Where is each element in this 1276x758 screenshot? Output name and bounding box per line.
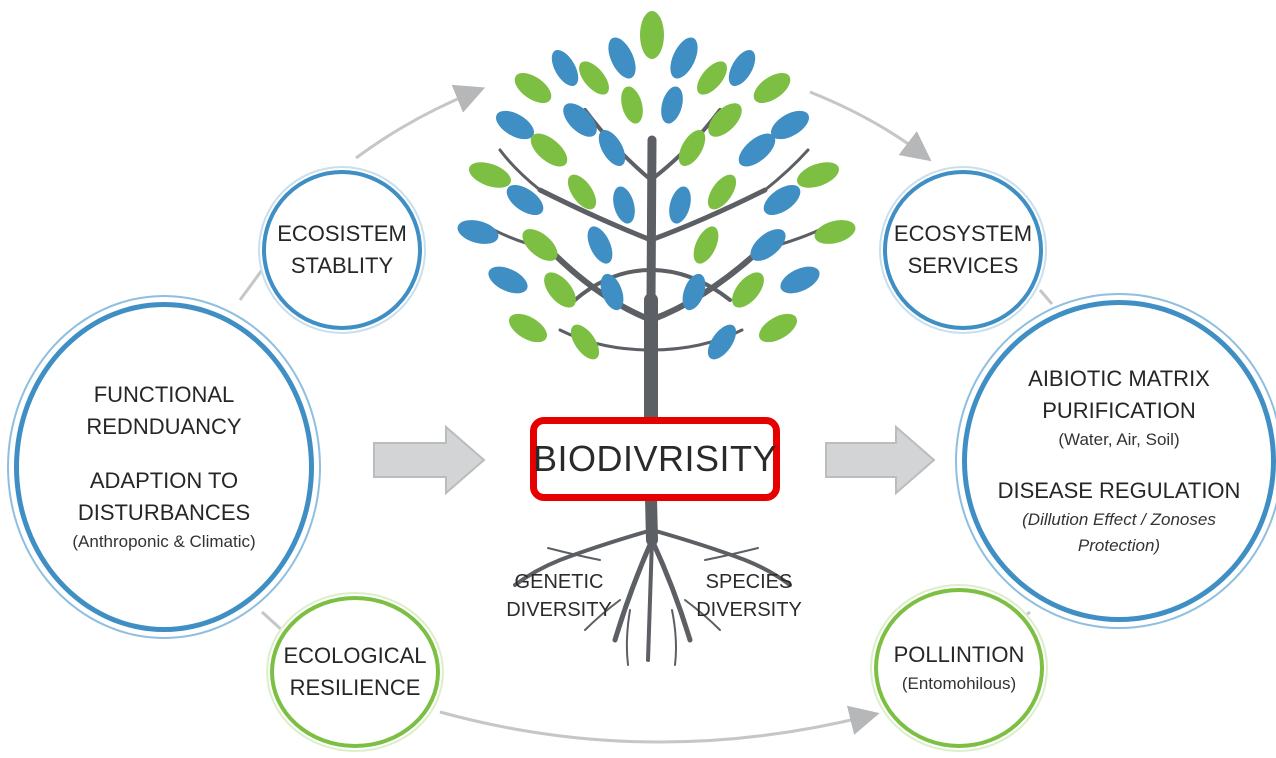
leaf bbox=[640, 11, 664, 59]
leaf bbox=[579, 61, 609, 95]
pollination-note: (Entomohilous) bbox=[901, 674, 1017, 693]
leaf bbox=[670, 37, 698, 79]
ecosystem-services-line-2: SERVICES bbox=[907, 253, 1019, 278]
abiotic-title-line-1: AIBIOTIC MATRIX bbox=[1028, 366, 1210, 391]
leaf bbox=[488, 266, 528, 294]
leaf bbox=[697, 61, 727, 95]
leaf bbox=[661, 86, 683, 124]
flow-arrow-left bbox=[373, 424, 486, 496]
node-ecosystem-stability: ECOSISTEM STABLITY bbox=[262, 170, 422, 330]
tree-leaves bbox=[457, 11, 856, 360]
ecosystem-stability-line-2: STABLITY bbox=[290, 253, 394, 278]
adaption-note: (Anthroponic & Climatic) bbox=[72, 532, 256, 551]
tree-branches bbox=[483, 108, 832, 427]
leaf bbox=[570, 324, 600, 360]
leaf bbox=[608, 37, 636, 79]
adaption-line-1: ADAPTION TO bbox=[89, 468, 239, 493]
biodiversity-label: BIODIVRISITY bbox=[532, 438, 778, 479]
ecosystem-stability-line-1: ECOSISTEM bbox=[277, 221, 407, 246]
resilience-line-1: ECOLOGICAL bbox=[283, 643, 427, 668]
leaf bbox=[544, 272, 576, 308]
genetic-diversity-line-2: DIVERSITY bbox=[506, 599, 612, 621]
leaf bbox=[530, 133, 568, 167]
leaf bbox=[613, 186, 635, 224]
leaf bbox=[796, 162, 840, 188]
leaf bbox=[732, 272, 764, 308]
leaf bbox=[738, 133, 776, 167]
leaf bbox=[753, 72, 791, 104]
abiotic-note: (Water, Air, Soil) bbox=[1058, 430, 1180, 449]
leaf bbox=[707, 324, 737, 360]
leaf bbox=[551, 49, 579, 87]
leaf bbox=[707, 174, 737, 210]
leaf bbox=[678, 129, 706, 167]
leaf bbox=[496, 110, 534, 140]
abiotic-title-line-2: PURIFICATION bbox=[1042, 398, 1196, 423]
connector-functional-resilience bbox=[260, 610, 286, 634]
node-abiotic-matrix: AIBIOTIC MATRIX PURIFICATION (Water, Air… bbox=[962, 300, 1276, 622]
pollination-title: POLLINTION bbox=[893, 642, 1025, 667]
leaf bbox=[621, 86, 643, 124]
species-diversity-label: SPECIES DIVERSITY bbox=[684, 568, 814, 624]
arc-tree-to-services bbox=[809, 90, 932, 162]
leaf bbox=[514, 72, 552, 104]
functional-title-line-1: FUNCTIONAL bbox=[93, 382, 235, 407]
genetic-diversity-line-1: GENETIC bbox=[514, 571, 604, 593]
connector-services-abiotic bbox=[1038, 289, 1054, 305]
leaf bbox=[814, 220, 856, 244]
tree-illustration bbox=[457, 11, 856, 666]
leaf bbox=[563, 103, 597, 137]
leaf bbox=[522, 229, 558, 261]
species-diversity-line-2: DIVERSITY bbox=[696, 599, 802, 621]
leaf bbox=[669, 186, 691, 224]
leaf bbox=[587, 226, 613, 264]
flow-arrow-right bbox=[825, 424, 936, 496]
node-pollination: POLLINTION (Entomohilous) bbox=[874, 588, 1044, 748]
arc-resilience-to-pollination bbox=[439, 705, 880, 744]
leaf bbox=[708, 103, 742, 137]
leaf bbox=[457, 220, 499, 244]
leaf bbox=[771, 110, 809, 140]
leaf bbox=[567, 174, 597, 210]
leaf bbox=[750, 229, 786, 261]
species-diversity-line-1: SPECIES bbox=[705, 571, 793, 593]
leaf bbox=[506, 184, 544, 216]
leaf bbox=[693, 226, 719, 264]
disease-note-line-2: Protection) bbox=[1077, 536, 1161, 555]
genetic-diversity-label: GENETIC DIVERSITY bbox=[494, 568, 624, 624]
leaf bbox=[682, 273, 706, 311]
node-functional-redundancy: FUNCTIONAL REDNDUANCY ADAPTION TO DISTUR… bbox=[14, 302, 314, 632]
node-ecosystem-services: ECOSYSTEM SERVICES bbox=[883, 170, 1043, 330]
cycle-connectors bbox=[238, 84, 1054, 744]
resilience-line-2: RESILIENCE bbox=[289, 675, 421, 700]
functional-title-line-2: REDNDUANCY bbox=[86, 414, 242, 439]
node-ecological-resilience: ECOLOGICAL RESILIENCE bbox=[270, 596, 440, 748]
adaption-line-2: DISTURBANCES bbox=[77, 500, 251, 525]
arc-stability-to-tree bbox=[355, 84, 486, 160]
leaf bbox=[509, 313, 547, 343]
leaf bbox=[763, 184, 801, 216]
disease-regulation-title: DISEASE REGULATION bbox=[997, 478, 1241, 503]
biodiversity-highlight-box: BIODIVRISITY bbox=[530, 417, 780, 501]
ecosystem-services-line-1: ECOSYSTEM bbox=[893, 221, 1033, 246]
leaf bbox=[468, 162, 512, 188]
leaf bbox=[598, 129, 626, 167]
leaf bbox=[780, 266, 820, 294]
connector-stability-functional bbox=[238, 269, 264, 301]
disease-note-line-1: (Dillution Effect / Zonoses bbox=[1022, 510, 1216, 529]
leaf bbox=[728, 49, 756, 87]
leaf bbox=[759, 313, 797, 343]
leaf bbox=[600, 273, 624, 311]
tree-roots bbox=[513, 492, 792, 666]
